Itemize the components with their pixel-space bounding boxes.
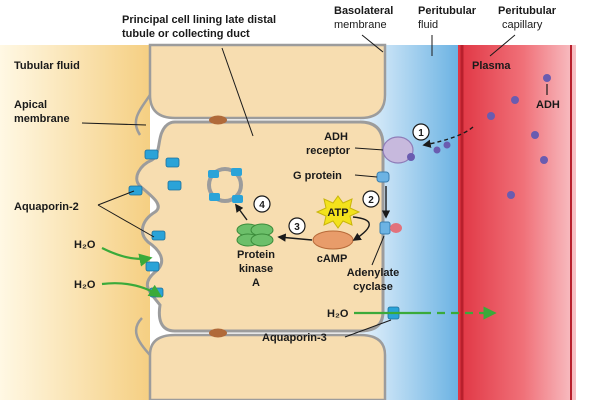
basolateral-label-2: membrane [334, 19, 387, 31]
g-protein [376, 171, 390, 183]
aquaporin-2-channel [151, 230, 166, 241]
adenylate-cyclase-leader-line [371, 235, 385, 266]
pka-label-2: kinase [239, 263, 273, 275]
h2o-label-3: H₂O [327, 308, 349, 320]
step-1-number: 1 [418, 128, 424, 139]
title-leader-line [221, 47, 254, 137]
camp-to-pka-arrow [277, 233, 313, 242]
pka-subunit [250, 233, 274, 247]
pka-label-3: A [252, 277, 260, 289]
adh-molecule [507, 191, 515, 199]
plasma-region [458, 45, 576, 400]
tight-junction-top [209, 115, 227, 125]
upper-neighbor-cell [148, 43, 387, 120]
vesicle-aquaporin-2 [231, 168, 242, 176]
step-2-badge: 2 [362, 190, 380, 208]
apical-leader-line [81, 122, 147, 126]
adh-receptor-label-1: ADH [324, 131, 348, 143]
plasma-label: Plasma [472, 60, 511, 72]
pka-to-vesicle-arrow [235, 203, 248, 221]
camp-label: cAMP [317, 253, 348, 265]
vesicle-aquaporin-2 [209, 193, 220, 201]
peritubular-capillary-label-2: capillary [502, 19, 543, 31]
adenylate-cyclase-label-2: cyclase [353, 281, 393, 293]
vesicle-aquaporin-2 [208, 170, 219, 178]
step-2-number: 2 [368, 195, 374, 206]
step-4-badge: 4 [253, 195, 271, 213]
h2o-label-1: H₂O [74, 239, 96, 251]
adh-molecule [531, 131, 539, 139]
aquaporin-2-channel [167, 180, 182, 191]
adh-molecule [433, 146, 441, 154]
peritubular-fluid-label-2: fluid [418, 19, 438, 31]
lower-neighbor-cell [148, 333, 387, 400]
aquaporin-2-leader-line [97, 190, 135, 206]
apical-label-2: membrane [14, 113, 70, 125]
adh-binding-arrow [422, 126, 474, 148]
peritubular-capillary-label-1: Peritubular [498, 5, 557, 17]
h2o-label-2: H₂O [74, 279, 96, 291]
adh-molecule [540, 156, 548, 164]
aquaporin-2-label: Aquaporin-2 [14, 201, 79, 213]
basolateral-leader-line [361, 34, 384, 53]
g-protein-leader-line [354, 174, 378, 178]
aquaporin-2-channel [145, 261, 160, 272]
adh-molecule [487, 112, 495, 120]
adh-bound-molecule [407, 153, 415, 161]
water-entry-arrow [101, 247, 153, 267]
step-4-number: 4 [259, 200, 265, 211]
adenylate-cyclase [379, 221, 391, 235]
aquaporin-2-channel [128, 185, 143, 196]
tubular-fluid-label: Tubular fluid [14, 60, 80, 72]
capillary-leader-line [489, 34, 516, 57]
outer-margin [576, 45, 591, 400]
aquaporin-2-channel [165, 157, 180, 168]
apical-label-1: Apical [14, 99, 47, 111]
apical-folds [134, 94, 152, 356]
adh-molecule [543, 74, 551, 82]
aquaporin-2-channel [144, 149, 159, 160]
atp-to-camp-arrow [352, 216, 370, 241]
adh-label: ADH [536, 99, 560, 111]
adh-receptor-label-2: receptor [306, 145, 351, 157]
adh-molecules [433, 74, 551, 199]
water-entry-arrow [101, 282, 163, 298]
peritubular-fluid-label-1: Peritubular [418, 5, 477, 17]
tubular-fluid-region [0, 45, 150, 400]
tight-junction-bottom [209, 328, 227, 338]
g-protein-label: G protein [293, 170, 342, 182]
basolateral-label-1: Basolateral [334, 5, 393, 17]
adh-receptor-leader-line [354, 147, 384, 151]
adenylate-cyclase-knob [390, 223, 402, 233]
title-line-1: Principal cell lining late distal [122, 14, 276, 26]
pka-label-1: Protein [237, 249, 275, 261]
atp-label: ATP [327, 207, 348, 219]
aquaporin-2-leader-line [97, 204, 155, 238]
aquaporin-3-leader-line [344, 319, 392, 338]
adh-molecule [443, 141, 451, 149]
aquaporin-3-label: Aquaporin-3 [262, 332, 327, 344]
protein-kinase-a [236, 223, 274, 247]
vesicle-aquaporin-2 [232, 195, 243, 203]
step-1-badge: 1 [412, 123, 430, 141]
atp-star [315, 195, 361, 229]
adenylate-cyclase-label-1: Adenylate [347, 267, 400, 279]
step-3-badge: 3 [288, 217, 306, 235]
title-line-2: tubule or collecting duct [122, 28, 250, 40]
camp-molecule [312, 230, 354, 250]
aquaporin-2-apical-group [128, 149, 182, 298]
step-3-number: 3 [294, 222, 300, 233]
adh-molecule [511, 96, 519, 104]
